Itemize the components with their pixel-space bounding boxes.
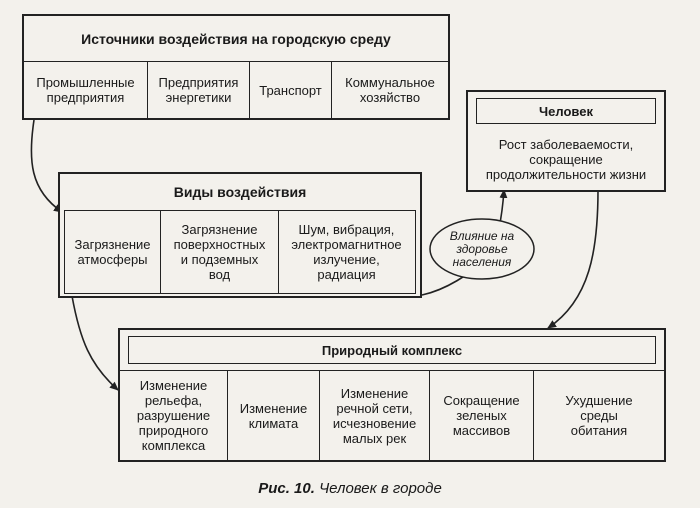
arrow-impacts-to-nature — [71, 295, 119, 391]
sources-box: Источники воздействия на городскую среду… — [22, 14, 450, 120]
nature-rivers: Изменение речной сети, исчезновение малы… — [320, 371, 430, 460]
human-text: Рост заболеваемости, сокращение продолжи… — [485, 136, 647, 182]
human-box: Человек Рост заболеваемости, сокращение … — [466, 90, 666, 192]
nature-cells: Изменение рельефа, разрушение природного… — [120, 370, 664, 460]
nature-box: Природный комплекс Изменение рельефа, ра… — [118, 328, 666, 462]
caption-text: Человек в городе — [319, 480, 442, 497]
impacts-cells: Загрязнение атмосферы Загрязнение поверх… — [64, 210, 416, 294]
nature-habitat: Ухудшение среды обитания — [565, 393, 633, 438]
impacts-box: Виды воздействия Загрязнение атмосферы З… — [58, 172, 422, 298]
nature-green: Сокращение зеленых массивов — [430, 371, 534, 460]
impact-noise: Шум, вибрация, электромагнитное излучени… — [291, 222, 402, 282]
health-label: Влияние на здоровье населения — [449, 228, 515, 269]
figure-caption: Рис. 10. Человек в городе — [0, 480, 700, 497]
impacts-title: Виды воздействия — [173, 184, 307, 200]
source-communal: Коммунальное хозяйство — [345, 75, 435, 105]
source-energy: Предприятия энергетики — [148, 62, 250, 118]
caption-prefix: Рис. 10. — [258, 480, 315, 497]
arrow-sources-to-impacts — [30, 119, 63, 213]
nature-relief: Изменение рельефа, разрушение природного… — [120, 371, 228, 460]
sources-title: Источники воздействия на городскую среду — [24, 16, 448, 62]
source-transport: Транспорт — [250, 62, 332, 118]
nature-climate: Изменение климата — [228, 371, 320, 460]
health-ellipse — [429, 218, 535, 280]
impact-water: Загрязнение поверхностных и подземных во… — [161, 211, 279, 293]
arrow-human-nature — [547, 181, 603, 329]
human-title: Человек — [476, 98, 656, 124]
nature-title: Природный комплекс — [128, 336, 656, 364]
impact-atmosphere: Загрязнение атмосферы — [65, 211, 161, 293]
source-industrial: Промышленные предприятия — [24, 62, 148, 118]
sources-cells: Промышленные предприятия Предприятия эне… — [24, 62, 448, 118]
